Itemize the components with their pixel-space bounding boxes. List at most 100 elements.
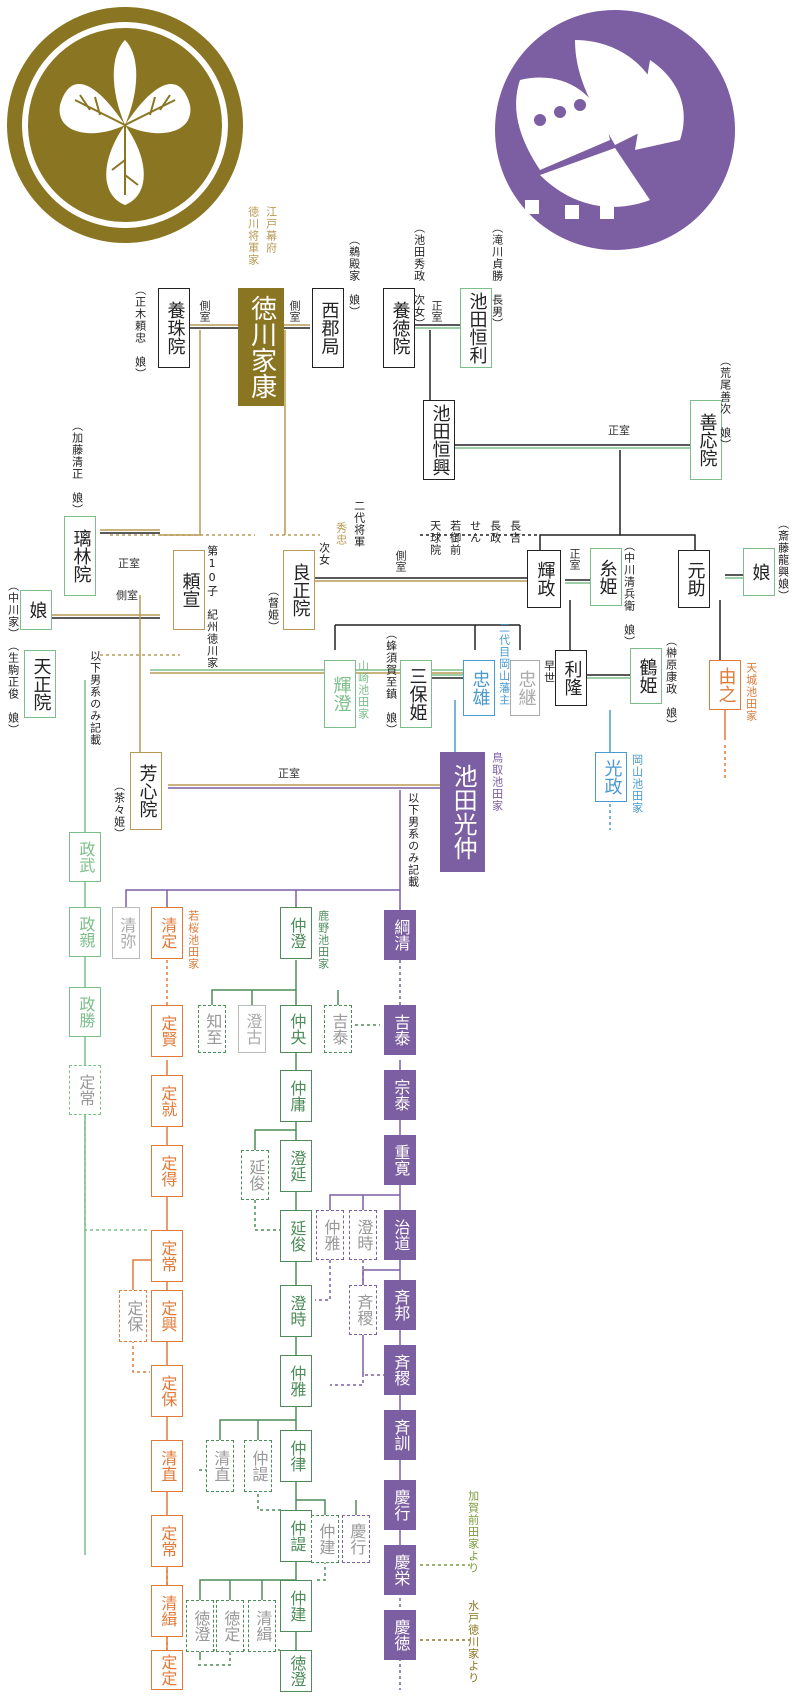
tokugawa-shogun-note: 徳川将軍家 xyxy=(246,206,260,266)
musume2-box: 娘 xyxy=(743,548,775,596)
shikano-note: 鹿野池田家 xyxy=(316,910,330,970)
person-masachika-box: 政親 xyxy=(69,907,101,957)
houshinin-box: 芳心院 xyxy=(130,752,162,830)
ikeda-tsuneoki2-box: 池田恒興 xyxy=(423,400,455,480)
rel-sokushitsu-4: 側室 xyxy=(394,550,407,572)
terumasa-box: 輝政 xyxy=(527,550,561,608)
person-nakatate_d-box: 仲建 xyxy=(311,1515,339,1563)
tadatsugu-box: 忠継 xyxy=(510,660,540,716)
tenjo-note: 天城池田家 xyxy=(744,662,758,722)
person-yoshinori2-box: 慶徳 xyxy=(384,1610,416,1660)
yorinobu-note: 第10子 紀州徳川家 xyxy=(205,545,219,669)
person-narimichi-box: 斉稷 xyxy=(384,1345,416,1395)
mito-note: 水戸徳川家より xyxy=(466,1600,480,1684)
tottori-note: 鳥取池田家 xyxy=(490,752,504,812)
nidai-okayama-note: 二代目岡山藩主 xyxy=(497,622,511,706)
tadakatsu-box: 忠雄 xyxy=(463,660,495,716)
person-nakamasa_d-box: 仲雅 xyxy=(316,1210,344,1260)
person-yoshiyasu_d-box: 吉泰 xyxy=(324,1005,352,1053)
youjuin-box: 養珠院 xyxy=(158,288,190,368)
person-sumitoki-box: 澄時 xyxy=(280,1285,312,1337)
saito-note: （斎藤龍興娘） xyxy=(776,518,790,602)
rel-seishitsu-2: 正室 xyxy=(608,424,630,437)
person-sadanari-box: 定就 xyxy=(151,1075,183,1127)
person-kiyosada-box: 清定 xyxy=(151,907,183,959)
person-tokuzumi-box: 徳澄 xyxy=(280,1650,312,1692)
male-only2-note: 以下男系のみ記載 xyxy=(406,792,420,888)
wakasa-note: 若桜池田家 xyxy=(186,910,200,970)
sousei-note: 早世 xyxy=(542,660,556,684)
okayama-note: 岡山池田家 xyxy=(630,754,644,814)
person-sadanori-box: 定得 xyxy=(151,1145,183,1197)
chachahime-note: （茶々姫） xyxy=(112,780,126,840)
rel-sokushitsu-3: 側室 xyxy=(116,589,138,602)
tenshoin-box: 天正院 xyxy=(24,650,56,718)
rel-sokushitsu-1: 側室 xyxy=(198,300,211,322)
ikeda-tsuneoki-box: 池田恒利 xyxy=(460,288,492,368)
rel-seishitsu-1: 正室 xyxy=(430,300,443,322)
person-nobutoshi-box: 延俊 xyxy=(280,1210,312,1262)
rel-seishitsu-5: 正室 xyxy=(278,767,300,780)
person-kiyonao-box: 清直 xyxy=(151,1440,183,1492)
person-nakaaki_d-box: 仲諟 xyxy=(244,1440,272,1492)
kaga-note: 加賀前田家より xyxy=(466,1490,480,1574)
person-kiyonao_d-box: 清直 xyxy=(206,1440,234,1492)
person-yoshihisa-box: 慶栄 xyxy=(384,1545,416,1595)
toshitaka-box: 利隆 xyxy=(555,650,587,706)
person-sumiyoshi-box: 澄延 xyxy=(280,1140,312,1192)
person-masakatsu-box: 政勝 xyxy=(69,987,101,1037)
person-sadayasu_d-box: 定保 xyxy=(119,1290,147,1342)
hachisuka-note: （蜂須賀至鎮 娘） xyxy=(384,628,398,736)
person-narimichi_d-box: 斉稷 xyxy=(349,1285,377,1335)
mitsuba-aoi-crest-icon xyxy=(7,7,243,243)
person-sadatsune_g-box: 定常 xyxy=(69,1065,101,1115)
jijo-note: 次女 xyxy=(317,542,331,566)
person-munehiro-box: 宗泰 xyxy=(384,1070,416,1120)
rinrinin-box: 璃林院 xyxy=(64,516,96,596)
mihohime-box: 三保姫 xyxy=(400,660,432,728)
person-nakahisa-box: 仲央 xyxy=(280,1005,312,1053)
person-nobutoshi_d-box: 延俊 xyxy=(241,1150,269,1200)
person-sadakata-box: 定賢 xyxy=(151,1005,183,1057)
ieyasu-box: 徳川家康 xyxy=(238,288,284,406)
person-sadaoki-box: 定興 xyxy=(151,1290,183,1342)
nakagawa-kiyohide-note: （中川清兵衛 娘） xyxy=(622,540,636,648)
ikoma-note: （生駒正俊 娘） xyxy=(6,640,20,736)
agehacho-crest-icon xyxy=(495,10,735,250)
person-nakatsune-box: 仲庸 xyxy=(280,1070,312,1122)
yoshiyuki-box: 由之 xyxy=(709,660,741,710)
person-harumichi-box: 治道 xyxy=(384,1210,416,1260)
edo-bakufu-note: 江戸幕府 xyxy=(264,206,278,254)
musume1-box: 娘 xyxy=(20,590,52,630)
sen-note: せん xyxy=(468,520,482,544)
person-nakaaki-box: 仲諟 xyxy=(280,1510,312,1562)
saigonotsubone-box: 西郡局 xyxy=(312,288,344,368)
mitsumasa-box: 光政 xyxy=(595,752,627,802)
person-nakamasa-box: 仲雅 xyxy=(280,1355,312,1407)
person-narikuni-box: 斉邦 xyxy=(384,1280,416,1330)
person-sadasada-box: 定定 xyxy=(151,1650,183,1690)
motosuke-box: 元助 xyxy=(678,550,710,608)
person-sumitoki_d-box: 澄時 xyxy=(349,1210,377,1260)
person-sumitaka-box: 澄古 xyxy=(238,1005,266,1053)
nagamasa-note: 長政 xyxy=(488,520,502,544)
arao-note: （荒尾善次 娘） xyxy=(718,355,732,451)
person-yoshinori_d-box: 慶行 xyxy=(342,1515,370,1563)
person-tokuzumi_d-box: 徳澄 xyxy=(186,1600,214,1652)
person-seiya-box: 清弥 xyxy=(112,907,140,959)
nakagawa1-note: （中川家） xyxy=(6,580,20,640)
rel-sokushitsu-2: 側室 xyxy=(288,300,301,322)
zenouin-box: 善応院 xyxy=(690,400,722,480)
sakakibara-note: （榊原康政 娘） xyxy=(664,635,678,731)
person-sadayasu-box: 定保 xyxy=(151,1365,183,1417)
person-yoshiyasu-box: 吉泰 xyxy=(384,1005,416,1055)
masaki-note: （正木頼忠 娘） xyxy=(133,284,147,380)
unoden-note: （鵜殿家 娘） xyxy=(347,234,361,318)
nagayoshi-note: 長吉 xyxy=(508,520,522,544)
keihime-box: 糸姫 xyxy=(590,548,622,606)
tsuruhime-box: 鶴姫 xyxy=(630,648,662,704)
ikeda-hidemasa-note: （池田秀政 次女） xyxy=(412,222,426,330)
yorinobu-box: 頼宣 xyxy=(173,550,205,630)
rel-seishitsu-3: 正室 xyxy=(118,557,140,570)
